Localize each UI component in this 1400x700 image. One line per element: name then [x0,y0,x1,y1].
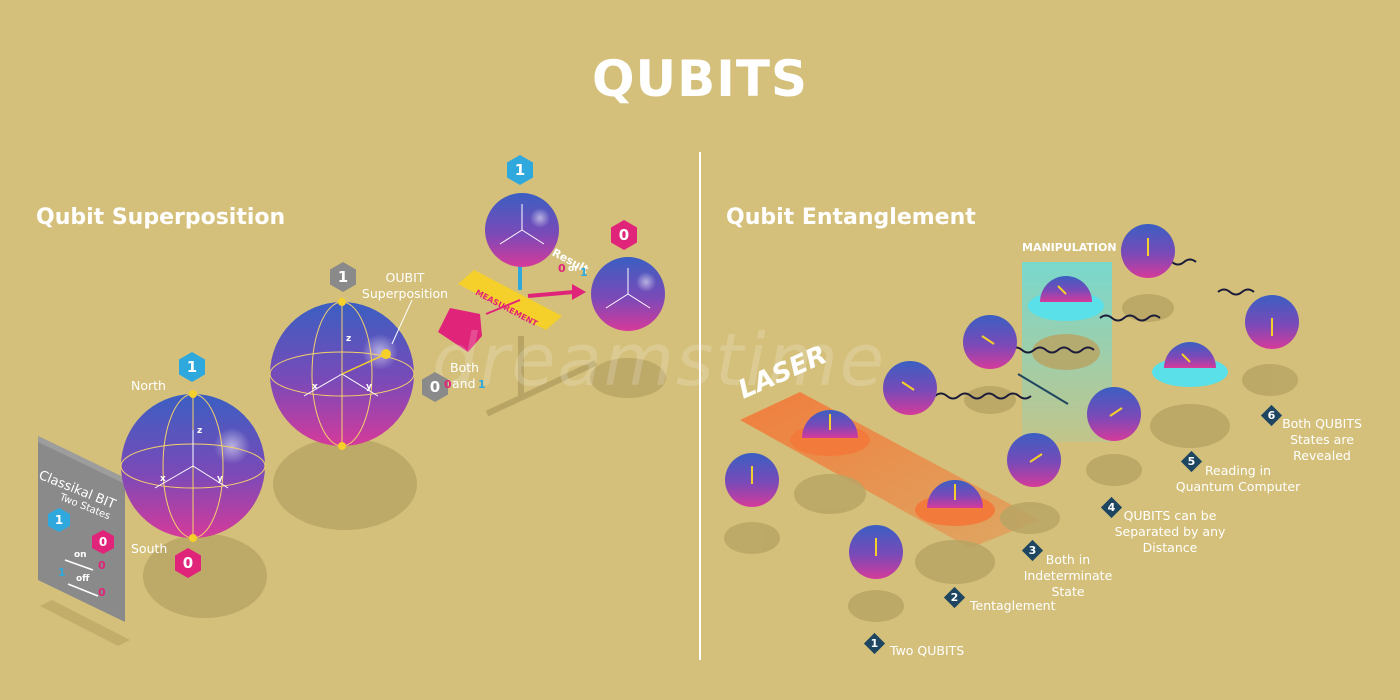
bloch-sphere-1 [120,390,267,618]
step-number: 5 [1187,455,1196,468]
watermark: dreamstime [432,318,887,402]
step-text: Two QUBITS [890,643,965,658]
qubit-label-text: OUBIT Superposition [361,270,449,301]
axis-y-1: y [217,474,223,484]
result-sphere-zero [591,257,665,331]
axis-z-1: z [197,426,203,436]
laser-beam [740,392,1040,548]
card-one-badge: 1 [48,508,70,532]
step-number: 4 [1107,501,1116,514]
axis-x-2: x [312,382,318,392]
page-title: QUBITS [592,50,808,108]
card-off-zero: 0 [98,586,106,599]
classical-bit-card [38,436,130,646]
spin-arrows [751,238,1273,556]
qubit-shadows [724,294,1298,622]
both-zero: 0 [444,378,452,391]
qubit-superposition-label: OUBIT Superposition [360,270,450,302]
result-zero: 0 [558,262,566,275]
card-off-one: 1 [58,566,66,579]
axis-x-1: x [160,474,166,484]
step-number: 3 [1028,544,1037,557]
both-badge: 0 [422,372,448,402]
north-label: North [131,378,166,393]
superposition-heading: Qubit Superposition [36,205,286,230]
axis-z-2: z [346,334,352,344]
axis-y-2: y [366,382,372,392]
result-or: or [568,264,579,274]
both-label: Both [450,360,480,375]
step-number: 1 [870,637,879,650]
south-label: South [131,541,168,556]
result-one: 1 [580,266,588,279]
entangled-qubits [725,224,1299,579]
step-number: 6 [1267,409,1276,422]
step-text: Both in Indeterminate State [1023,552,1113,599]
card-off-label: off [76,574,90,584]
step-text: Both QUBITS States are Revealed [1282,416,1362,463]
distance-arrow [1017,373,1069,405]
step-text: Tentaglement [970,598,1056,613]
card-on-label: on [74,550,87,560]
step-text: Reading in Quantum Computer [1175,463,1301,494]
and-label: and [452,376,476,391]
manipulation-label: MANIPULATION [1022,241,1117,254]
entanglement-heading: Qubit Entanglement [726,205,976,230]
superposition-badge: 1 [330,262,356,292]
result-sphere-one [485,193,559,267]
step-number: 2 [950,591,959,604]
bloch-sphere-2 [269,298,417,530]
step-text: QUBITS can be Separated by any Distance [1114,508,1226,555]
card-on-zero: 0 [98,559,106,572]
card-zero-badge: 0 [92,530,114,554]
both-one: 1 [478,378,486,391]
